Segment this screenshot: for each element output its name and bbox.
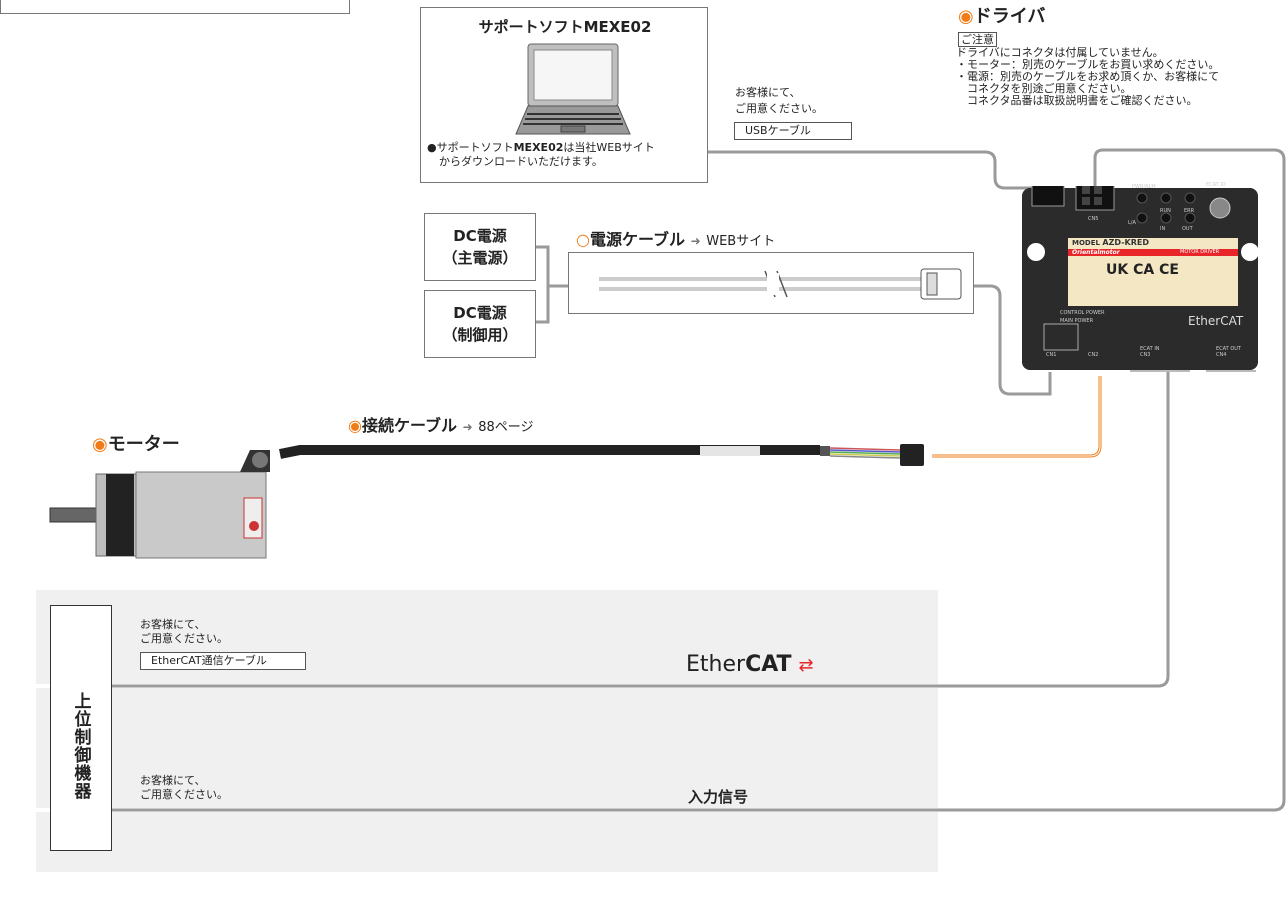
host-band-middle xyxy=(36,688,938,808)
usb-prep-text: お客様にて、 ご用意ください。 xyxy=(735,86,823,116)
input-prep-text: お客様にて、 ご用意ください。 xyxy=(140,774,228,802)
input-prep-line2: ご用意ください。 xyxy=(140,788,228,801)
support-software-note: ●サポートソフトMEXE02は当社WEBサイト からダウンロードいただけます。 xyxy=(427,141,707,169)
ethercat-prep-text: お客様にて、 ご用意ください。 xyxy=(140,618,228,646)
ethercat-arrow-icon: ⇄ xyxy=(798,655,814,676)
driver-power-label-2: MAIN POWER xyxy=(1060,318,1094,324)
host-controller-label: 上位制御機器 xyxy=(70,692,91,800)
dc-main-line1: DC電源 xyxy=(453,227,507,245)
driver-note-3: ・電源：別売のケーブルをお求め頂くか、お客様にて xyxy=(956,70,1220,83)
support-software-box: サポートソフトMEXE02 ●サポートソフトMEXE02は当社WEBサイト から… xyxy=(420,7,708,183)
ethercat-logo: EtherCAT ⇄ xyxy=(686,652,814,677)
power-cable-title-text: 電源ケーブル xyxy=(589,230,686,249)
usb-prep-line2: ご用意ください。 xyxy=(735,102,823,115)
driver-bullet-icon: ◉ xyxy=(958,6,974,27)
driver-led-err: ERR xyxy=(1184,208,1195,214)
power-cable-bullet-icon: ○ xyxy=(576,230,590,249)
driver-brand: Orientalmotor xyxy=(1072,249,1120,256)
connection-cable-title: ◉接続ケーブル ➜ 88ページ xyxy=(348,412,534,436)
driver-cn1: CN1 xyxy=(1046,352,1057,358)
host-band-bottom xyxy=(36,812,938,872)
motor-bullet-icon: ◉ xyxy=(92,434,108,455)
ethercat-prep-line1: お客様にて、 xyxy=(140,618,206,631)
driver-note-1: ドライバにコネクタは付属していません。 xyxy=(956,46,1164,59)
driver-cn4: ECAT OUT CN4 xyxy=(1216,346,1241,358)
dc-power-main: DC電源 （主電源） xyxy=(424,213,536,281)
power-wire xyxy=(974,284,1052,396)
driver-model-value: AZD-KRED xyxy=(1102,238,1149,247)
driver-cn3: ECAT IN CN3 xyxy=(1140,346,1160,358)
usb-cable-label: USBケーブル xyxy=(734,122,852,140)
driver-heading: ◉ドライバ xyxy=(958,2,1045,28)
driver-marks: UK CA CE xyxy=(1106,262,1179,278)
motor-title: モーター xyxy=(107,434,180,455)
connection-cable-title-text: 接続ケーブル xyxy=(361,416,458,435)
power-cable-ref: WEBサイト xyxy=(706,234,776,249)
power-cable-image xyxy=(599,268,962,300)
driver-led-run: RUN xyxy=(1160,208,1171,214)
connection-cable-ref: 88ページ xyxy=(478,420,534,435)
driver-device: MODEL AZD-KRED Orientalmotor MOTOR DRIVE… xyxy=(1020,182,1260,372)
ethercat-prep-line2: ご用意ください。 xyxy=(140,632,228,645)
note-bold: MEXE02 xyxy=(513,141,564,154)
support-software-title: サポートソフトMEXE02 xyxy=(478,18,652,36)
power-cable-arrow-icon: ➜ xyxy=(690,234,701,248)
driver-led-in: IN xyxy=(1160,226,1166,232)
dc-source-wire xyxy=(536,245,568,324)
io-wire xyxy=(112,148,1286,812)
driver-notes: ドライバにコネクタは付属していません。 ・モーター：別売のケーブルをお買い求めく… xyxy=(956,47,1286,107)
driver-model: MODEL AZD-KRED xyxy=(1072,238,1149,247)
dc-main-line2: （主電源） xyxy=(442,249,518,267)
driver-note-2: ・モーター：別売のケーブルをお買い求めください。 xyxy=(956,58,1220,71)
motor-heading: ◉モーター xyxy=(92,430,180,456)
driver-led-pwr: PWR/ALM xyxy=(1132,184,1156,190)
driver-led-la: L/A xyxy=(1128,220,1136,226)
note-line1-suffix: は当社WEBサイト xyxy=(563,141,655,154)
driver-title: ドライバ xyxy=(973,6,1046,27)
input-prep-line1: お客様にて、 xyxy=(140,774,206,787)
driver-cn2: CN2 xyxy=(1088,352,1099,358)
ethercat-cable-label: EtherCAT通信ケーブル xyxy=(140,652,306,670)
ethercat-logo-thin: Ether xyxy=(686,652,746,677)
driver-ethercat-logo: EtherCAT xyxy=(1188,314,1244,328)
note-line2: からダウンロードいただけます。 xyxy=(439,155,603,168)
connection-cable-bullet-icon: ◉ xyxy=(348,416,362,435)
driver-type: MOTOR DRIVER xyxy=(1180,249,1220,255)
connection-cable-image xyxy=(279,444,924,466)
driver-model-prefix: MODEL xyxy=(1072,239,1100,247)
ethercat-wire xyxy=(112,372,1170,688)
input-signal-label: 入力信号 xyxy=(688,788,749,806)
top-left-frame xyxy=(0,0,350,14)
power-cable-box xyxy=(568,252,974,314)
driver-body xyxy=(1022,186,1259,372)
caution-tag: ご注意 xyxy=(958,32,997,47)
usb-prep-line1: お客様にて、 xyxy=(735,86,801,99)
driver-power-label-1: CONTROL POWER xyxy=(1060,310,1105,316)
driver-cn5: CN5 xyxy=(1088,216,1099,222)
driver-note-5: コネクタ品番は取扱説明書をご確認ください。 xyxy=(956,94,1198,107)
usb-wire xyxy=(708,150,1033,190)
host-controller: 上位制御機器 xyxy=(50,605,112,851)
laptop-icon xyxy=(515,43,631,135)
dc-ctrl-line1: DC電源 xyxy=(453,304,507,322)
ethercat-logo-bold: CAT xyxy=(745,652,792,677)
note-prefix: ●サポートソフト xyxy=(427,141,514,154)
driver-led-out: OUT xyxy=(1182,226,1193,232)
connection-cable-arrow-icon: ➜ xyxy=(462,420,473,434)
power-cable-title: ○電源ケーブル ➜ WEBサイト xyxy=(576,226,775,250)
driver-ecat-id: ECAT ID xyxy=(1206,182,1226,188)
dc-power-control: DC電源 （制御用） xyxy=(424,290,536,358)
motor-image xyxy=(49,450,270,559)
dc-ctrl-line2: （制御用） xyxy=(442,326,518,344)
driver-note-4: コネクタを別途ご用意ください。 xyxy=(956,82,1132,95)
